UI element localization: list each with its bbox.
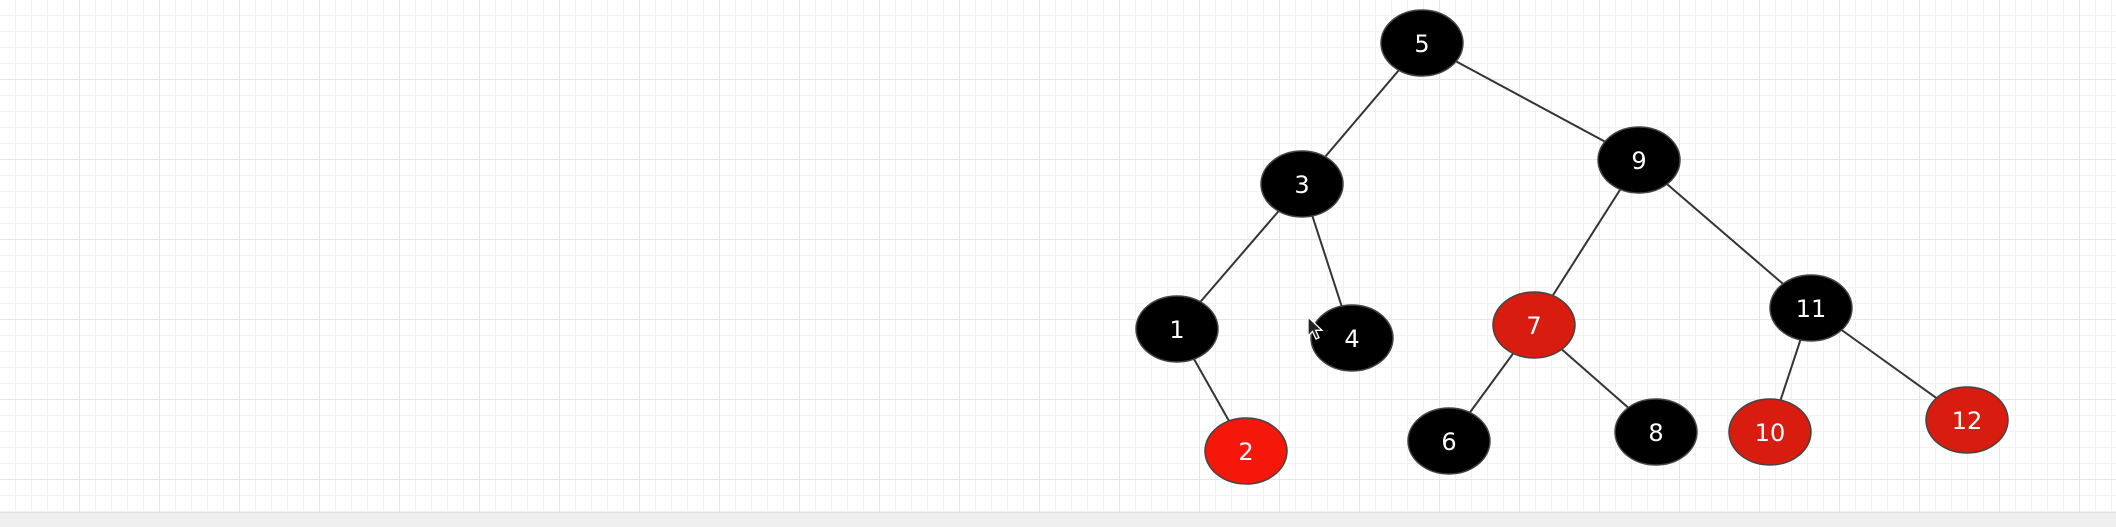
tree-node-2[interactable]: 2 — [1204, 417, 1288, 485]
node-shape — [1597, 126, 1681, 194]
node-label: 6 — [1441, 428, 1456, 456]
node-label: 2 — [1238, 438, 1253, 466]
tree-node-1[interactable]: 1 — [1135, 295, 1219, 363]
nodes-layer: 5 3 9 1 4 7 11 2 6 8 10 12 — [1135, 9, 2009, 485]
tree-node-6[interactable]: 6 — [1407, 407, 1491, 475]
node-label: 1 — [1169, 316, 1184, 344]
edge-n5-n9 — [1421, 42, 1640, 161]
node-shape — [1614, 398, 1698, 466]
node-label: 12 — [1952, 407, 1983, 435]
tree-node-12[interactable]: 12 — [1925, 386, 2009, 454]
tree-node-9[interactable]: 9 — [1597, 126, 1681, 194]
tree-node-4[interactable]: 4 — [1310, 304, 1394, 372]
tree-diagram: 5 3 9 1 4 7 11 2 6 8 10 12 — [1135, 9, 2009, 485]
node-label: 5 — [1414, 30, 1429, 58]
node-shape — [1135, 295, 1219, 363]
node-label: 7 — [1526, 312, 1541, 340]
node-shape — [1310, 304, 1394, 372]
node-shape — [1769, 274, 1853, 342]
tree-node-5[interactable]: 5 — [1380, 9, 1464, 77]
tree-node-7[interactable]: 7 — [1492, 291, 1576, 359]
bottom-scrollbar[interactable] — [0, 512, 2116, 527]
node-shape — [1204, 417, 1288, 485]
tree-node-10[interactable]: 10 — [1728, 398, 1812, 466]
mouse-pointer-icon — [1307, 316, 1324, 340]
node-label: 8 — [1648, 419, 1663, 447]
node-label: 4 — [1344, 325, 1359, 353]
node-shape — [1728, 398, 1812, 466]
tree-node-3[interactable]: 3 — [1260, 150, 1344, 218]
node-shape — [1492, 291, 1576, 359]
node-shape — [1407, 407, 1491, 475]
node-label: 10 — [1755, 419, 1786, 447]
node-label: 9 — [1631, 147, 1646, 175]
edges-layer — [1176, 42, 1968, 452]
node-shape — [1260, 150, 1344, 218]
tree-node-8[interactable]: 8 — [1614, 398, 1698, 466]
tree-node-11[interactable]: 11 — [1769, 274, 1853, 342]
node-label: 3 — [1294, 171, 1309, 199]
diagram-canvas[interactable] — [0, 0, 2116, 512]
node-shape — [1925, 386, 2009, 454]
edge-n9-n11 — [1638, 159, 1812, 309]
node-label: 11 — [1796, 295, 1827, 323]
node-shape — [1380, 9, 1464, 77]
